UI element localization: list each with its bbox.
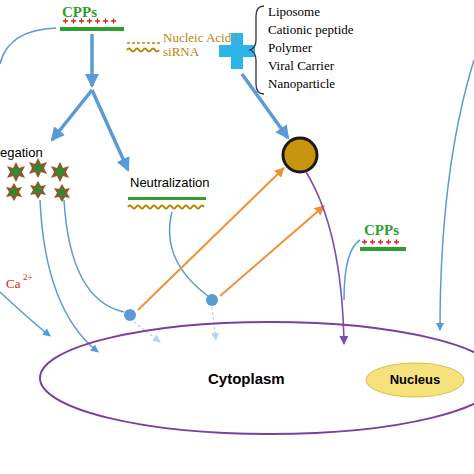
uptake-line — [440, 60, 474, 330]
nucleus-ellipse: Nucleus — [365, 362, 465, 398]
text-label: 2+ — [23, 273, 33, 283]
dashed-strand — [127, 42, 160, 43]
node-label: Cytoplasm — [208, 370, 285, 387]
text-label: Nucleic Acid / siRNA — [163, 31, 255, 60]
endosome-dot — [206, 294, 218, 306]
text-label: Nanoparticle — [268, 77, 335, 91]
flow-arrow — [52, 90, 92, 140]
aggregate-stars — [6, 158, 70, 202]
cpp-bar — [360, 247, 406, 251]
cpp-bar — [60, 27, 124, 31]
uptake-line — [0, 292, 50, 336]
delivery-line — [306, 172, 344, 344]
text-label: Liposome — [268, 5, 320, 19]
uptake-line — [64, 200, 124, 312]
carrier-particle — [283, 138, 317, 172]
text-label: CPPs — [364, 222, 399, 239]
flow-arrow — [92, 90, 128, 170]
uptake-line — [170, 212, 208, 296]
cpp-bar — [128, 197, 206, 200]
text-label: Viral Carrier — [268, 59, 334, 73]
text-label: CPPs — [62, 4, 97, 21]
sirna-strand — [127, 49, 159, 52]
uptake-line — [40, 200, 98, 352]
uptake-line — [344, 240, 360, 300]
leader-line — [0, 28, 56, 64]
brace — [250, 6, 264, 94]
node-label: Nucleus — [390, 372, 441, 387]
text-label: Cationic peptide — [268, 23, 354, 37]
escape-arrow — [220, 206, 324, 296]
endosome-dot — [124, 309, 136, 321]
text-label: egation — [0, 146, 43, 160]
text-label: Ca — [6, 277, 20, 291]
sirna-strand — [128, 206, 204, 209]
text-label: Polymer — [268, 41, 312, 55]
text-label: Neutralization — [130, 176, 210, 190]
cytoplasm-ellipse: Cytoplasm Nucleus — [38, 320, 474, 436]
plus-signs — [362, 240, 399, 245]
flow-arrow — [90, 34, 94, 86]
